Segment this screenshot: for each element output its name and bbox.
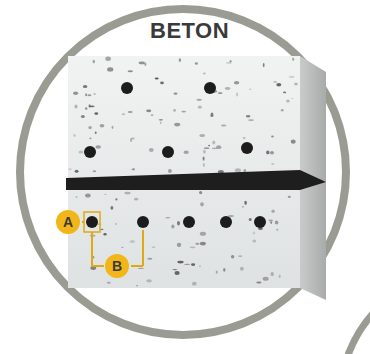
drill-holes bbox=[84, 82, 266, 228]
crack-slot bbox=[66, 170, 326, 190]
lens-ring bbox=[20, 9, 346, 335]
callout-letter: B bbox=[105, 254, 129, 278]
title: BETON bbox=[150, 18, 229, 44]
second-lens bbox=[340, 270, 370, 354]
callout-letter: A bbox=[56, 210, 80, 234]
